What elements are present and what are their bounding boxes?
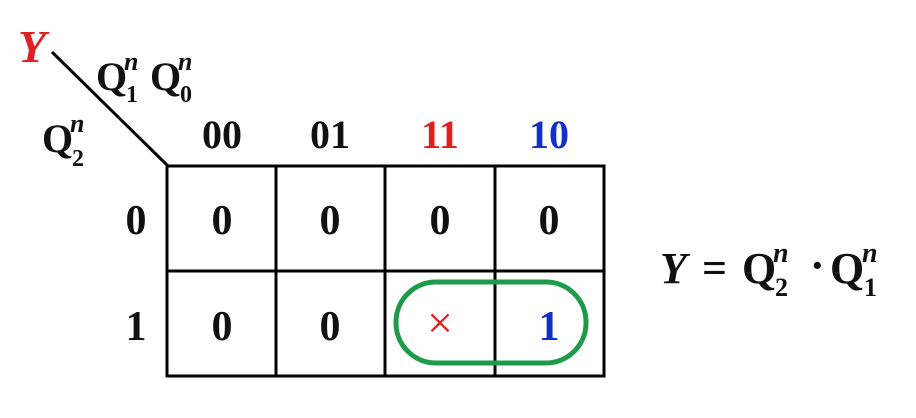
col-var-q1-sub: 1 — [126, 82, 138, 108]
eq-lhs: Y — [660, 244, 691, 293]
cell-r0-c0: 0 — [212, 198, 233, 244]
cell-r1-c1: 0 — [320, 304, 341, 350]
cell-r0-c3: 0 — [539, 198, 560, 244]
cell-r1-c3-one: 1 — [539, 304, 560, 350]
col-header-11: 11 — [421, 112, 459, 157]
eq-dot: · — [810, 241, 825, 290]
eq-term2: Q — [830, 244, 864, 293]
row-var-q2-sub: 2 — [72, 146, 84, 172]
col-var-q1-sup: n — [124, 47, 138, 76]
col-header-10: 10 — [529, 112, 569, 157]
row-header-1: 1 — [126, 304, 147, 350]
simplified-equation: Y = Q n 2 · Q n 1 — [660, 238, 878, 302]
col-header-00: 00 — [202, 112, 242, 157]
col-header-01: 01 — [310, 112, 350, 157]
column-variable-label: Q n 1 Q n 0 — [96, 47, 192, 108]
group-loop — [393, 279, 589, 366]
eq-term1-sub: 2 — [775, 273, 788, 302]
cell-r1-c0: 0 — [212, 304, 233, 350]
eq-term2-sup: n — [862, 238, 878, 269]
col-var-q0-sub: 0 — [180, 82, 192, 108]
eq-term1: Q — [742, 244, 776, 293]
row-variable-label: Q n 2 — [42, 109, 84, 172]
corner-diagonal-line — [50, 50, 170, 168]
row-var-q2-sup: n — [70, 109, 84, 138]
row-header-0: 0 — [126, 198, 147, 244]
cell-r0-c2: 0 — [430, 198, 451, 244]
col-var-q0-sup: n — [178, 47, 192, 76]
row-var-q2: Q — [42, 116, 73, 161]
kmap-grid — [165, 164, 606, 378]
cell-r0-c1: 0 — [320, 198, 341, 244]
cell-r1-c2-dont-care: × — [427, 297, 453, 348]
eq-equals: = — [702, 244, 727, 293]
output-variable-label: Y — [18, 21, 50, 72]
col-var-q1: Q — [96, 54, 127, 99]
col-var-q0: Q — [150, 54, 181, 99]
eq-term2-sub: 1 — [864, 273, 877, 302]
eq-term1-sup: n — [773, 238, 789, 269]
